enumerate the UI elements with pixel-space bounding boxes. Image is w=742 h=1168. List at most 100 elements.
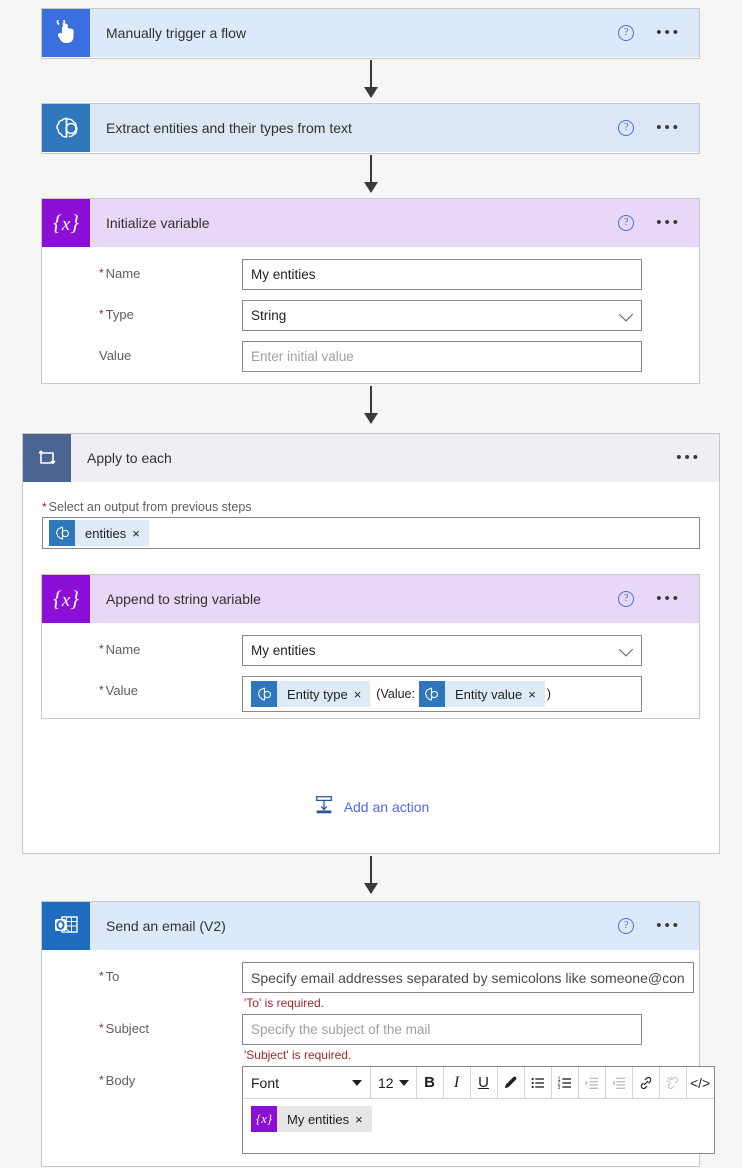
output-label: Select an output from previous steps [42, 500, 700, 514]
field-subject: Subject Specify the subject of the mail … [42, 1014, 699, 1062]
font-family-dropdown[interactable]: Font [243, 1067, 371, 1098]
card-header-actions: ? ••• [618, 120, 699, 136]
card-header[interactable]: Manually trigger a flow ? ••• [42, 9, 699, 57]
rich-text-toolbar: Font 12 B I U [243, 1067, 714, 1099]
ai-builder-brain-icon [49, 520, 75, 546]
step-card-append-to-string-variable[interactable]: {x} Append to string variable ? ••• Name… [41, 574, 700, 719]
outlook-icon [42, 902, 90, 950]
connector-arrow-1 [364, 60, 378, 98]
field-value: Value Entity type × [42, 676, 699, 712]
step-card-initialize-variable[interactable]: {x} Initialize variable ? ••• Name My en… [41, 198, 700, 384]
help-icon[interactable]: ? [618, 918, 635, 934]
link-icon[interactable] [633, 1067, 660, 1098]
card-title: Manually trigger a flow [106, 25, 247, 41]
remove-token-icon[interactable]: × [132, 525, 140, 541]
more-options-icon[interactable]: ••• [676, 449, 701, 466]
body-editor-canvas[interactable]: {x} My entities × [243, 1099, 714, 1153]
italic-icon[interactable]: I [444, 1067, 471, 1098]
more-options-icon[interactable]: ••• [656, 119, 681, 136]
output-token-input[interactable]: entities × [42, 517, 700, 549]
help-icon[interactable]: ? [618, 215, 635, 231]
card-header-actions: ? ••• [618, 215, 699, 231]
field-label: Body [99, 1066, 242, 1088]
value-input[interactable]: Enter initial value [242, 341, 642, 372]
help-icon[interactable]: ? [618, 591, 635, 607]
token-entity-value[interactable]: Entity value × [418, 681, 545, 707]
chevron-down-icon [398, 1079, 409, 1086]
step-card-send-an-email-v2[interactable]: Send an email (V2) ? ••• To Specify emai… [41, 901, 715, 1168]
step-card-extract-entities[interactable]: Extract entities and their types from te… [41, 103, 700, 154]
card-header-actions: ? ••• [618, 918, 699, 934]
step-card-apply-to-each[interactable]: Apply to each ••• Select an output from … [22, 433, 720, 854]
font-size-dropdown[interactable]: 12 [371, 1067, 417, 1098]
bold-icon[interactable]: B [417, 1067, 444, 1098]
bulleted-list-icon[interactable] [525, 1067, 552, 1098]
to-input[interactable]: Specify email addresses separated by sem… [242, 962, 694, 993]
field-body: Body Font 12 B I U [42, 1066, 715, 1154]
field-control: My entities [242, 259, 699, 290]
field-control: Specify the subject of the mail 'Subject… [242, 1014, 699, 1062]
card-header[interactable]: Extract entities and their types from te… [42, 104, 699, 152]
numbered-list-icon[interactable]: 1 2 3 [552, 1067, 579, 1098]
add-an-action-button[interactable]: Add an action [23, 794, 719, 819]
more-options-icon[interactable]: ••• [656, 590, 681, 607]
field-label: To [99, 962, 242, 984]
value-prefix-text: (Value: [376, 687, 415, 701]
card-header-actions: ? ••• [618, 25, 699, 41]
ai-builder-brain-icon [418, 681, 445, 707]
chevron-down-icon [618, 306, 634, 322]
svg-text:2: 2 [557, 1080, 560, 1086]
variable-braces-icon: {x} [251, 1106, 277, 1132]
value-token-input[interactable]: Entity type × (Value: Entity val [242, 676, 642, 712]
card-body: To Specify email addresses separated by … [42, 950, 715, 1168]
rich-text-editor[interactable]: Font 12 B I U [242, 1066, 715, 1154]
step-card-manually-trigger-a-flow[interactable]: Manually trigger a flow ? ••• [41, 8, 700, 59]
token-label: Entity value [454, 686, 523, 702]
token-label: Entity type [287, 686, 348, 702]
field-name: Name My entities [42, 635, 699, 666]
help-icon[interactable]: ? [618, 25, 635, 41]
card-header[interactable]: {x} Append to string variable ? ••• [42, 575, 699, 623]
more-options-icon[interactable]: ••• [656, 214, 681, 231]
field-control: String [242, 300, 699, 331]
card-header[interactable]: {x} Initialize variable ? ••• [42, 199, 699, 247]
token-my-entities[interactable]: {x} My entities × [251, 1106, 372, 1132]
card-title: Append to string variable [106, 591, 261, 607]
token-label: My entities [287, 1111, 350, 1127]
name-input[interactable]: My entities [242, 259, 642, 290]
field-label: Value [99, 348, 132, 363]
field-control: Entity type × (Value: Entity val [242, 676, 699, 712]
connector-arrow-4 [364, 856, 378, 894]
card-header-actions: ••• [676, 449, 719, 466]
subject-input[interactable]: Specify the subject of the mail [242, 1014, 642, 1045]
remove-token-icon[interactable]: × [528, 686, 536, 702]
indent-icon [579, 1067, 606, 1098]
add-an-action-label: Add an action [343, 798, 430, 815]
remove-token-icon[interactable]: × [353, 686, 362, 702]
type-dropdown[interactable]: String [242, 300, 642, 331]
card-header[interactable]: Send an email (V2) ? ••• [42, 902, 699, 950]
token-label: entities [85, 525, 127, 541]
underline-icon[interactable]: U [471, 1067, 498, 1098]
help-icon[interactable]: ? [618, 120, 635, 136]
code-view-icon[interactable]: </> [689, 1074, 711, 1091]
chevron-down-icon [618, 641, 634, 657]
add-an-action-icon [313, 794, 335, 819]
token-entities[interactable]: entities × [49, 520, 149, 546]
field-label: Value [99, 676, 242, 698]
type-dropdown-value: String [251, 308, 287, 323]
font-family-value: Font [251, 1074, 280, 1091]
remove-token-icon[interactable]: × [355, 1111, 363, 1127]
variable-name-dropdown[interactable]: My entities [242, 635, 642, 666]
token-entity-type[interactable]: Entity type × [251, 681, 371, 707]
more-options-icon[interactable]: ••• [656, 917, 681, 934]
connector-arrow-3 [364, 386, 378, 424]
variable-braces-icon: {x} [42, 199, 90, 247]
loop-arrow-icon [23, 434, 71, 482]
text-color-pen-icon[interactable] [498, 1067, 525, 1098]
connector-arrow-2 [364, 155, 378, 193]
card-header[interactable]: Apply to each ••• [23, 434, 719, 482]
card-body: Name My entities Type String Value Enter… [42, 247, 699, 386]
value-suffix-text: ) [546, 687, 551, 701]
more-options-icon[interactable]: ••• [656, 24, 681, 41]
